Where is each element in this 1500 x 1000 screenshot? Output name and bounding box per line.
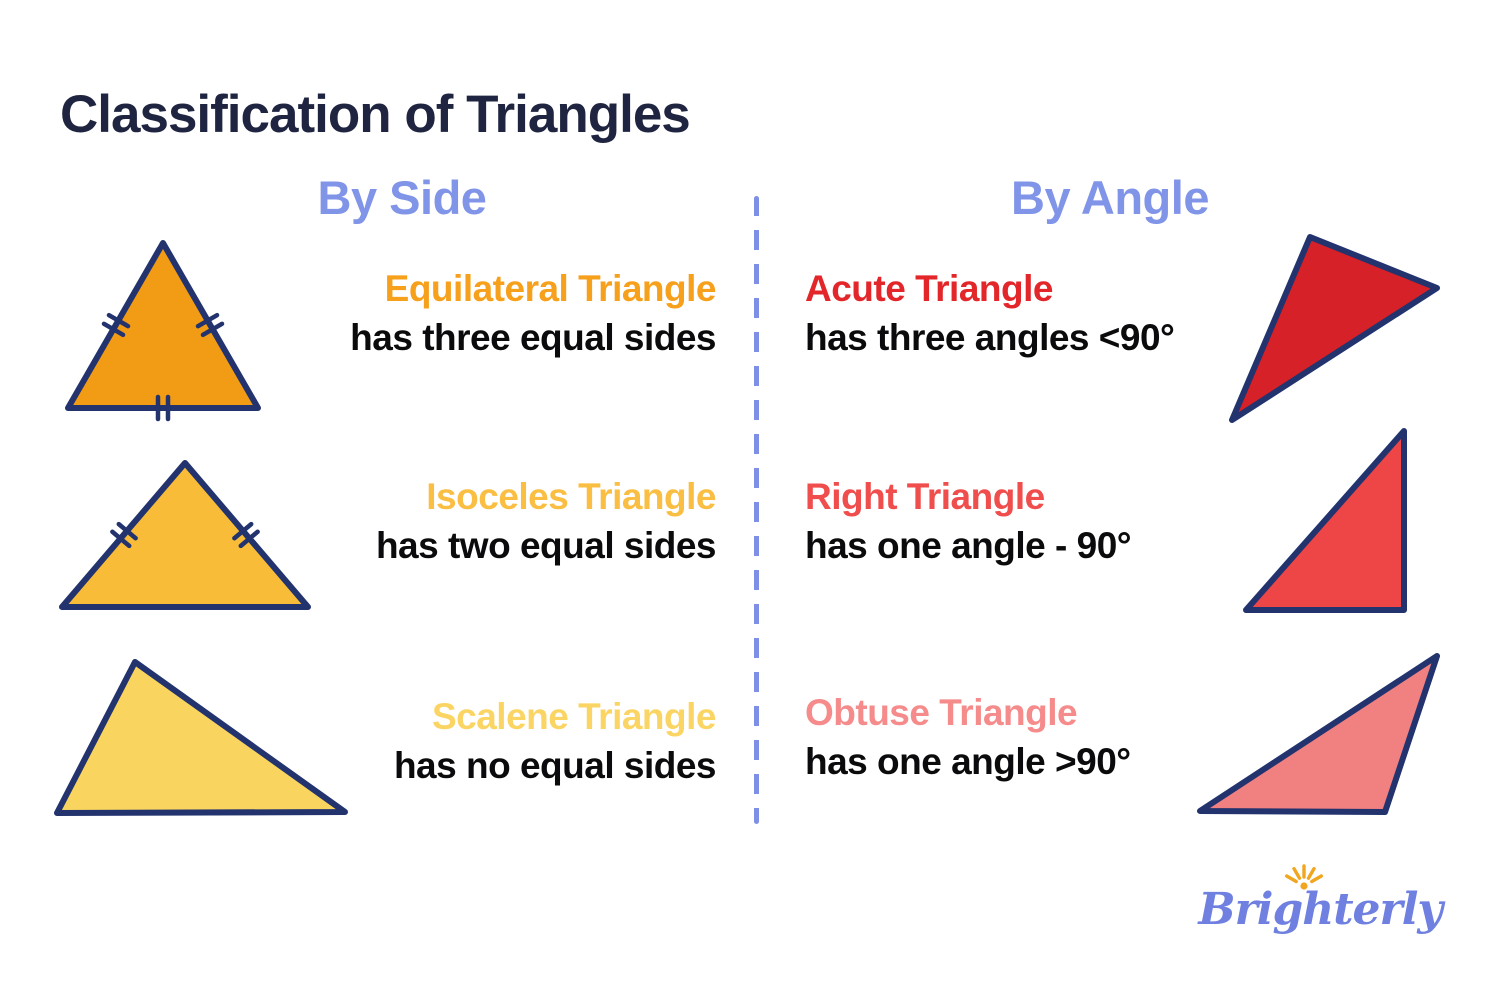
acute-row: Acute Triangle has three angles <90°: [805, 264, 1175, 362]
equilateral-triangle-shape: [65, 240, 261, 411]
obtuse-label: Obtuse Triangle: [805, 692, 1078, 733]
scalene-row: Scalene Triangle has no equal sides: [393, 692, 717, 790]
equilateral-description: has three equal sides: [350, 317, 716, 358]
scalene-label: Scalene Triangle: [431, 696, 717, 737]
equilateral-label: Equilateral Triangle: [384, 268, 717, 309]
acute-label: Acute Triangle: [805, 268, 1053, 309]
by-angle-column-header: By Angle: [1011, 171, 1209, 224]
equilateral-row: Equilateral Triangle has three equal sid…: [350, 264, 716, 362]
brand-logo: Brighterly: [1198, 858, 1444, 958]
obtuse-row: Obtuse Triangle has one angle >90°: [805, 688, 1131, 786]
right-triangle-label: Right Triangle: [805, 476, 1045, 517]
acute-description: has three angles <90°: [805, 317, 1175, 358]
obtuse-description: has one angle >90°: [805, 741, 1131, 782]
isoceles-triangle-shape: [59, 460, 311, 610]
by-side-column-header: By Side: [317, 171, 487, 224]
isoceles-description: has two equal sides: [375, 525, 717, 566]
equilateral-tick-marks: [101, 312, 225, 422]
right-triangle-row: Right Triangle has one angle - 90°: [805, 472, 1132, 570]
sun-icon: [1284, 864, 1323, 890]
isoceles-tick-marks: [110, 521, 260, 549]
obtuse-triangle-shape: [1197, 653, 1440, 815]
page-title: Classification of Triangles: [60, 85, 691, 144]
dashed-column-divider: [754, 196, 759, 824]
brand-logo-text: Brighterly: [1198, 884, 1443, 935]
right-triangle-description: has one angle - 90°: [805, 525, 1132, 566]
isoceles-row: Isoceles Triangle has two equal sides: [375, 472, 717, 570]
scalene-description: has no equal sides: [393, 745, 717, 786]
acute-triangle-shape: [1229, 234, 1440, 423]
isoceles-label: Isoceles Triangle: [426, 476, 716, 517]
scalene-triangle-shape: [54, 659, 348, 816]
right-triangle-shape: [1243, 428, 1407, 613]
